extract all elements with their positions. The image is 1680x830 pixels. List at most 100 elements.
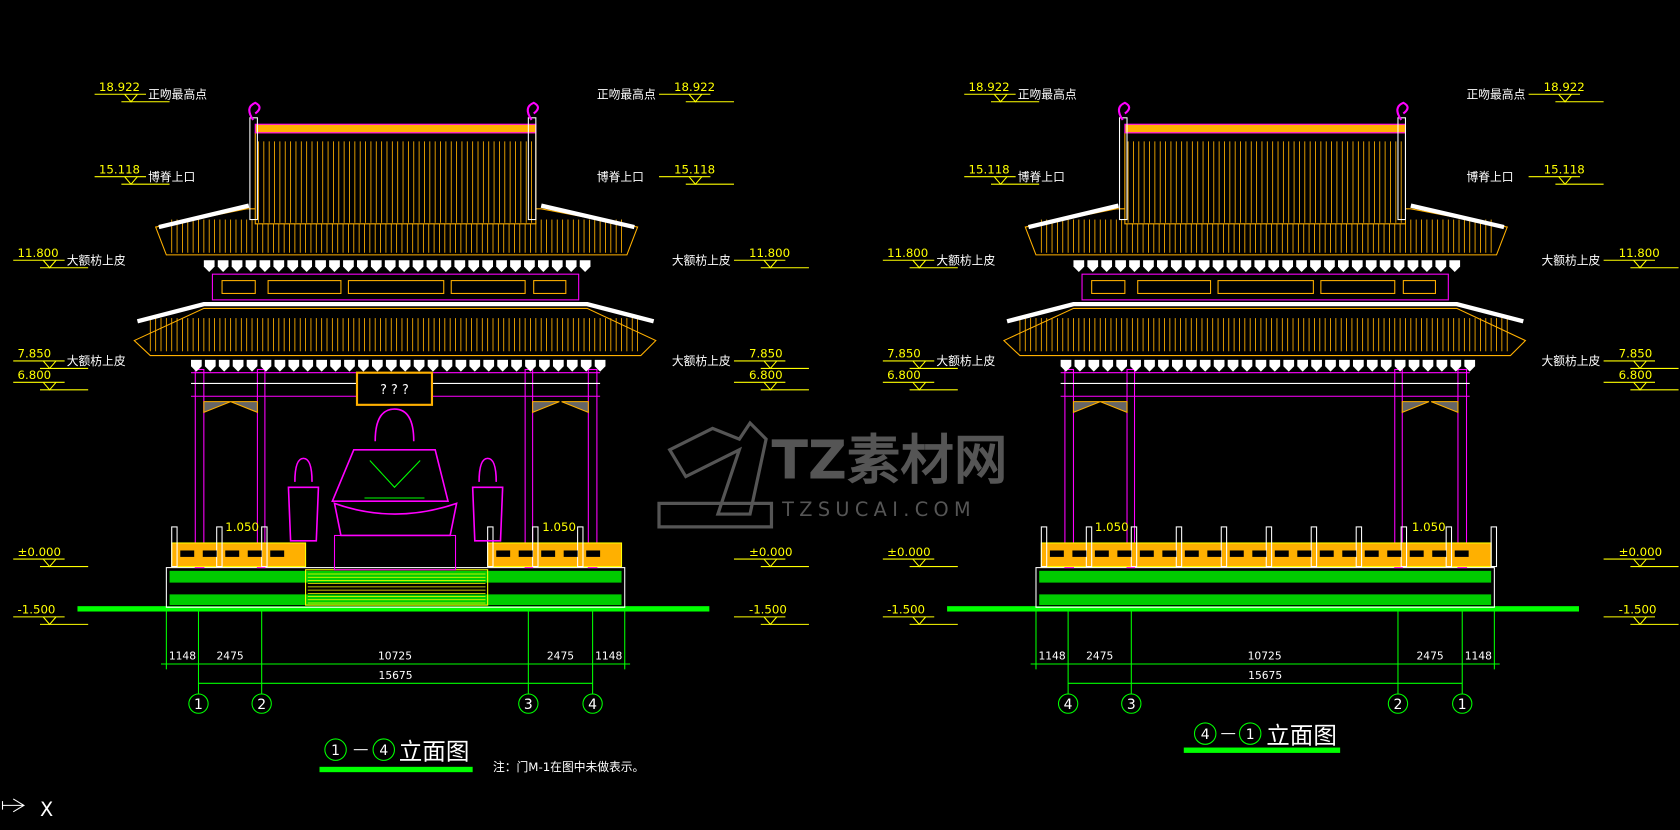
railing-panel — [496, 550, 511, 557]
dougong-bracket — [1087, 260, 1099, 273]
dougong-bracket — [1421, 260, 1433, 273]
level-value: -1.500 — [1619, 603, 1657, 617]
dougong-bracket — [524, 260, 535, 273]
dougong-bracket — [1227, 359, 1239, 372]
ground-line — [947, 606, 1579, 612]
dougong-bracket — [412, 260, 424, 273]
level-marker — [1558, 176, 1572, 186]
dougong-bracket — [426, 260, 438, 273]
dougong-bracket — [441, 359, 453, 372]
upper-panel — [450, 280, 526, 294]
ridge-ornament — [248, 101, 261, 121]
railing-panel — [270, 550, 285, 557]
upper-roof-ridge — [1027, 203, 1505, 230]
buddha-statue — [331, 408, 458, 537]
level-value: ±0.000 — [887, 545, 931, 559]
dougong-bracket — [1199, 359, 1211, 372]
dimension-value: 10725 — [1248, 650, 1282, 663]
level-label: 正吻最高点 — [1467, 88, 1526, 102]
level-label: 大额枋上皮 — [672, 254, 731, 268]
dougong-bracket — [469, 359, 481, 372]
dougong-bracket — [1436, 359, 1448, 372]
watermark-url: TZSUCAI.COM — [781, 498, 976, 521]
upper-panel — [1217, 280, 1314, 294]
level-label: 大额枋上皮 — [1541, 354, 1600, 368]
axis-bubble — [251, 693, 272, 714]
dougong-bracket — [288, 359, 300, 372]
ridge-ornament — [1396, 101, 1409, 121]
dougong-bracket — [1129, 260, 1140, 273]
dougong-bracket — [344, 359, 355, 372]
dougong-bracket — [1311, 359, 1322, 372]
drawing-note: 注：门M-1在图中未做表示。 — [493, 760, 644, 774]
dougong-bracket — [1185, 359, 1197, 372]
level-marker — [1558, 93, 1572, 103]
railing-level: 1.050 — [542, 520, 576, 534]
dougong-bracket — [1268, 260, 1280, 273]
watermark-name: TZ素材网 — [771, 429, 1007, 492]
dougong-bracket — [218, 359, 230, 372]
level-marker — [763, 616, 778, 626]
dougong-bracket — [301, 260, 313, 273]
main-ridge — [1124, 123, 1407, 134]
dougong-bracket — [455, 359, 467, 372]
axis-bubble — [1387, 693, 1409, 714]
dougong-bracket — [1198, 260, 1210, 273]
level-marker — [763, 381, 778, 391]
dougong-bracket — [497, 359, 508, 372]
dougong-bracket — [1450, 359, 1462, 372]
level-label: 博脊上口 — [148, 170, 195, 184]
dougong-bracket — [1255, 359, 1267, 372]
dougong-bracket — [551, 260, 563, 273]
level-marker — [993, 176, 1008, 186]
axis-label: 3 — [1127, 697, 1136, 713]
level-marker — [993, 93, 1008, 103]
railing-post — [1400, 526, 1408, 568]
level-value: 11.800 — [887, 246, 928, 260]
dougong-bracket — [1407, 260, 1419, 273]
level-label: 正吻最高点 — [148, 88, 207, 102]
level-value: 7.850 — [887, 347, 921, 361]
dimension-value: 2475 — [1086, 650, 1113, 663]
railing-post — [1040, 526, 1048, 568]
level-value: 15.118 — [1544, 162, 1585, 176]
dimension-total: 15675 — [379, 669, 413, 682]
dougong-bracket — [525, 359, 536, 372]
level-marker — [42, 558, 57, 568]
dougong-bracket — [190, 359, 202, 372]
level-label: 大额枋上皮 — [672, 354, 731, 368]
dougong-bracket — [1116, 359, 1128, 372]
axis-bubble — [582, 693, 603, 714]
railing-post — [171, 526, 178, 568]
upper-panel — [533, 280, 567, 294]
level-label: 正吻最高点 — [597, 88, 656, 102]
title-elevation-1-4: 1 4 立面图 注：门M-1在图中未做表示。 — [319, 737, 644, 774]
elevation-1-4: 18.922正吻最高点18.922正吻最高点15.118博脊上口15.118博脊… — [13, 80, 809, 714]
dougong-bracket — [1365, 260, 1377, 273]
dougong-bracket — [1269, 359, 1281, 372]
level-marker — [763, 558, 778, 568]
dougong-bracket — [316, 359, 328, 372]
dougong-bracket — [1380, 359, 1392, 372]
dougong-bracket — [1088, 359, 1100, 372]
dougong-bracket — [413, 359, 425, 372]
lower-roof — [133, 307, 657, 357]
railing-panel — [1387, 550, 1402, 557]
platform — [1035, 567, 1495, 608]
platform-band — [169, 570, 622, 583]
dougong-bracket — [1241, 359, 1253, 372]
corner-bracket — [1072, 401, 1128, 414]
level-value: 11.800 — [1619, 246, 1660, 260]
plaque-text: ? ? ? — [380, 383, 409, 398]
dougong-bracket — [510, 260, 521, 273]
dimension-value: 1148 — [1465, 650, 1492, 663]
axis-label: 4 — [588, 697, 597, 713]
dougong-bracket — [260, 359, 272, 372]
dougong-bracket — [1283, 359, 1295, 372]
dougong-bracket — [1324, 260, 1335, 273]
dougong-bracket — [594, 359, 606, 372]
dougong-bracket — [1074, 359, 1086, 372]
title-axis-bubble — [324, 738, 347, 761]
dougong-bracket — [511, 359, 522, 372]
